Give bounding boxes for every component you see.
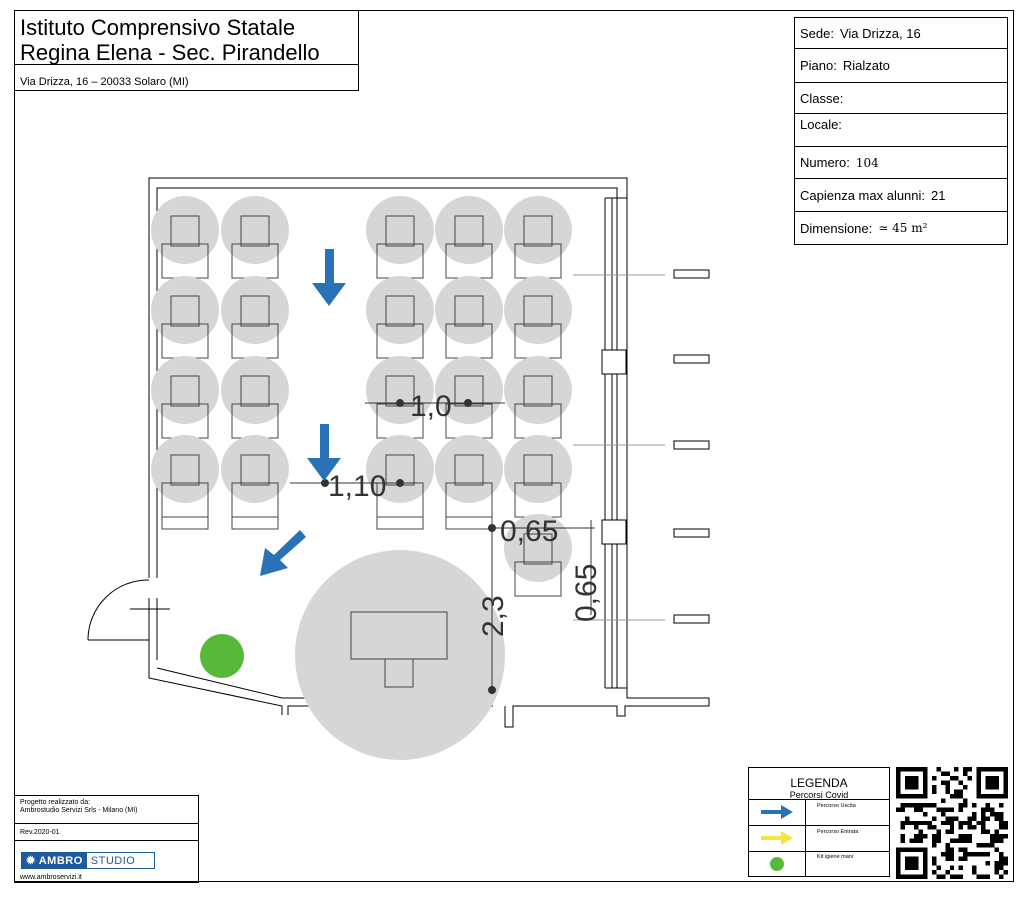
dimension-label-3: 0,65 xyxy=(500,515,558,548)
dimension-label-1: 1,0 xyxy=(410,390,452,423)
school-name-line1: Istituto Comprensivo Statale xyxy=(20,15,296,40)
student-desk xyxy=(504,435,572,518)
locale-label: Locale: xyxy=(800,117,842,132)
dimension-label-4: 0,65 xyxy=(570,564,603,622)
student-desk xyxy=(151,356,219,439)
legend-exit-label: Percorso Uscita xyxy=(817,803,856,809)
student-desk xyxy=(151,435,219,518)
exit-arrow-3 xyxy=(260,530,306,576)
title-block xyxy=(14,10,359,91)
piano-value: Rialzato xyxy=(842,58,890,73)
exit-arrow-1 xyxy=(312,249,346,306)
piano-label: Piano: xyxy=(800,58,837,73)
info-dimensione: Dimensione: ≃ 45 m² xyxy=(794,212,1008,245)
student-desk xyxy=(221,435,289,518)
info-classe: Classe: xyxy=(794,83,1008,114)
green-dot-icon xyxy=(749,851,805,877)
room-info-table: Sede: Via Drizza, 16 Piano: Rialzato Cla… xyxy=(794,17,1008,245)
sun-icon: ✹ xyxy=(26,855,36,867)
legend: LEGENDA Percorsi Covid Percorso Uscita P… xyxy=(748,767,890,877)
drawing-frame xyxy=(14,10,1014,882)
legend-hygiene-label: Kit igiene mani xyxy=(817,854,854,860)
hygiene-kit-marker xyxy=(200,634,244,678)
title-divider xyxy=(14,64,359,65)
student-desk xyxy=(435,276,503,359)
info-locale: Locale: xyxy=(794,114,1008,147)
legend-entry-label: Percorso Entrata xyxy=(817,829,859,835)
exit-arrow-2 xyxy=(307,424,341,481)
student-desk xyxy=(221,356,289,439)
student-desk xyxy=(504,356,572,439)
exit-route-arrows xyxy=(260,249,346,576)
blue-arrow-icon xyxy=(749,799,805,825)
student-desk xyxy=(151,276,219,359)
sede-value: Via Drizza, 16 xyxy=(839,25,921,41)
ambrostudio-logo: ✹AMBRO STUDIO xyxy=(21,852,155,869)
info-numero: Numero: 104 xyxy=(794,147,1008,179)
info-sede: Sede: Via Drizza, 16 xyxy=(794,17,1008,49)
classe-label: Classe: xyxy=(800,90,844,106)
yellow-arrow-icon xyxy=(749,825,805,851)
legend-subtitle: Percorsi Covid xyxy=(789,790,849,800)
teacher-chair xyxy=(384,658,414,688)
room-walls xyxy=(87,177,710,728)
capienza-value: 21 xyxy=(931,187,946,203)
student-desk xyxy=(221,276,289,359)
capienza-label: Capienza max alunni: xyxy=(800,187,926,203)
student-desk xyxy=(504,514,572,597)
school-name-line2: Regina Elena - Sec. Pirandello xyxy=(20,40,320,65)
student-desk xyxy=(504,276,572,359)
dimension-label-5: 2,3 xyxy=(477,595,510,637)
revision: Rev.2020-01 xyxy=(20,829,60,836)
dimension-lines xyxy=(290,399,595,694)
student-desk xyxy=(435,196,503,279)
info-capienza: Capienza max alunni: 21 xyxy=(794,179,1008,212)
school-address: Via Drizza, 16 – 20033 Solaro (MI) xyxy=(20,76,189,88)
credits-line1: Progetto realizzato da: xyxy=(20,799,91,806)
credits-line2: Ambrostudio Servizi Srls - Milano (MI) xyxy=(20,807,138,814)
website-link[interactable]: www.ambroservizi.it xyxy=(20,874,82,881)
numero-value: 104 xyxy=(855,155,879,170)
info-piano: Piano: Rialzato xyxy=(794,49,1008,83)
dimension-label-2: 1,10 xyxy=(328,470,386,503)
dimensione-value: ≃ 45 m² xyxy=(878,221,928,235)
student-desk xyxy=(151,196,219,279)
student-desk xyxy=(435,435,503,518)
student-desks xyxy=(151,196,572,597)
student-desk xyxy=(366,276,434,359)
qr-code[interactable] xyxy=(896,767,1008,879)
credits-block: Progetto realizzato da: Ambrostudio Serv… xyxy=(14,795,199,883)
sede-label: Sede: xyxy=(800,25,834,41)
student-desk xyxy=(221,196,289,279)
numero-label: Numero: xyxy=(800,155,850,170)
dimensione-label: Dimensione: xyxy=(800,220,873,236)
teacher-desk xyxy=(350,611,448,660)
student-desk xyxy=(366,196,434,279)
legend-title: LEGENDA xyxy=(790,776,848,790)
student-desk xyxy=(504,196,572,279)
